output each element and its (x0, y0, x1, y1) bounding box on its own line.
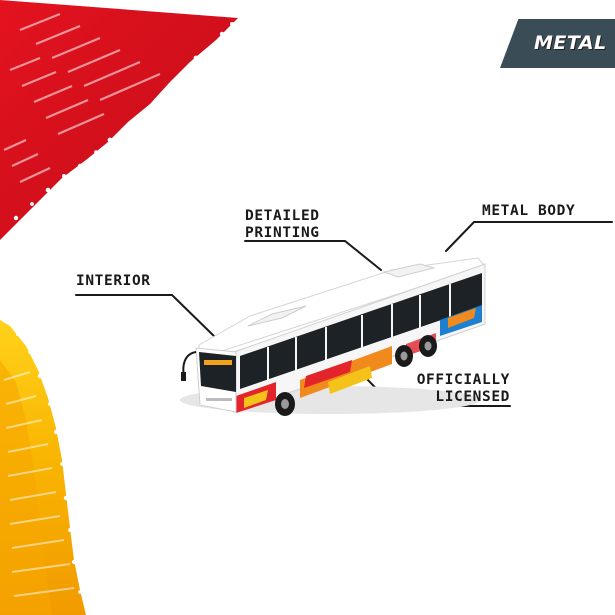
badge-label: METAL (534, 32, 607, 54)
callout-interior-line1: INTERIOR (76, 273, 151, 289)
badge-background (500, 19, 615, 68)
callout-officially-licensed: OFFICIALLY LICENSED (405, 372, 510, 406)
callout-licensed-line2: LICENSED (435, 389, 510, 405)
callout-detailed-line2: PRINTING (245, 225, 320, 241)
metal-badge: METAL (500, 19, 615, 68)
callout-interior: INTERIOR (76, 273, 151, 290)
callout-detailed-line1: DETAILED (245, 208, 320, 224)
callout-metal-body: METAL BODY (482, 203, 575, 220)
callout-detailed-printing: DETAILED PRINTING (245, 208, 320, 242)
callout-licensed-line1: OFFICIALLY (416, 372, 510, 388)
callout-metal-body-line1: METAL BODY (482, 203, 576, 219)
